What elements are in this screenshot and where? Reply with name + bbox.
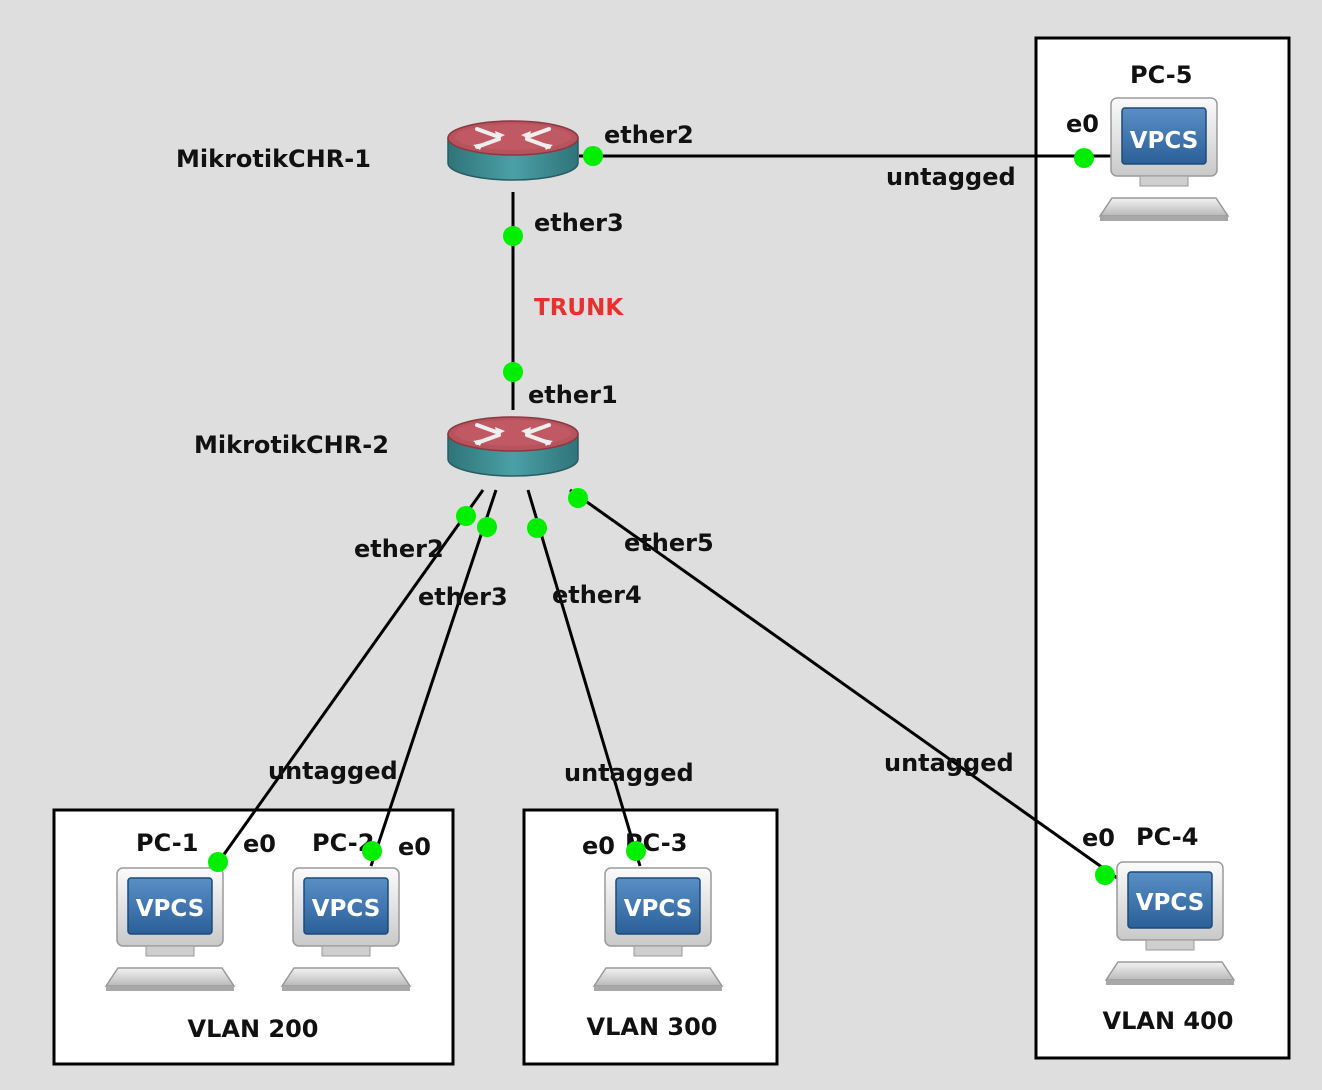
router-icon: [446, 415, 580, 478]
port-label-pc3-e0: e0: [582, 832, 615, 860]
port-label-r1-ether2: ether2: [604, 121, 694, 149]
port-dot-r2-ether2[interactable]: [456, 506, 476, 526]
vpcs-computer-icon: [593, 867, 723, 992]
vpcs-computer-icon: [281, 867, 411, 992]
router-name-label: MikrotikCHR-2: [194, 431, 389, 459]
router-name-label: MikrotikCHR-1: [176, 145, 371, 173]
port-dot-r1-ether2[interactable]: [583, 146, 603, 166]
router-mikrotikchr-1[interactable]: MikrotikCHR-1: [176, 119, 580, 182]
port-dot-pc2-e0[interactable]: [362, 841, 382, 861]
port-label-r2-ether4: ether4: [552, 581, 642, 609]
pc-name-label: PC-1: [136, 829, 198, 857]
link-r2-pc3[interactable]: [526, 489, 642, 867]
trunk-link-label: TRUNK: [534, 295, 624, 321]
link-labels: TRUNK untagged untagged untagged untagge…: [268, 163, 1016, 787]
port-dot-pc5-e0[interactable]: [1074, 148, 1094, 168]
untagged-label-pc4: untagged: [884, 749, 1014, 777]
untagged-label-pc1: untagged: [268, 757, 398, 785]
pc-4-node[interactable]: VPCS PC-4: [1105, 823, 1235, 986]
vlan-labels: VLAN 200 VLAN 300 VLAN 400: [188, 1007, 1234, 1043]
vpcs-computer-icon: [1105, 861, 1235, 986]
untagged-label-pc3: untagged: [564, 759, 694, 787]
port-label-r2-ether3: ether3: [418, 583, 508, 611]
vlan-200-label: VLAN 200: [188, 1015, 319, 1043]
vpcs-screen-text: VPCS: [312, 896, 381, 922]
pc-name-label: PC-5: [1130, 61, 1192, 89]
port-label-pc4-e0: e0: [1082, 824, 1115, 852]
vpcs-screen-text: VPCS: [1130, 128, 1199, 154]
port-labels: ether2 ether3 ether1 ether2 ether3 ether…: [243, 110, 1115, 861]
port-label-r1-ether3: ether3: [534, 209, 624, 237]
port-dot-pc3-e0[interactable]: [626, 841, 646, 861]
router-icon: [446, 119, 580, 182]
vlan-400-label: VLAN 400: [1103, 1007, 1234, 1035]
port-label-pc5-e0: e0: [1066, 110, 1099, 138]
port-label-pc1-e0: e0: [243, 830, 276, 858]
port-label-r2-ether5: ether5: [624, 529, 714, 557]
link-r2-pc2[interactable]: [369, 489, 498, 867]
vpcs-computer-icon: [1099, 97, 1229, 222]
port-dot-r2-ether3[interactable]: [477, 517, 497, 537]
vpcs-screen-text: VPCS: [624, 896, 693, 922]
port-dot-r2-ether1[interactable]: [503, 362, 523, 382]
port-dot-pc4-e0[interactable]: [1095, 865, 1115, 885]
pc-5-node[interactable]: VPCS PC-5: [1099, 61, 1229, 222]
port-dot-pc1-e0[interactable]: [208, 852, 228, 872]
port-dot-r2-ether4[interactable]: [527, 518, 547, 538]
port-dots: [208, 146, 1115, 885]
links: [218, 154, 1121, 882]
port-dot-r2-ether5[interactable]: [568, 488, 588, 508]
vpcs-screen-text: VPCS: [136, 896, 205, 922]
untagged-label-pc5: untagged: [886, 163, 1016, 191]
link-r2-pc1[interactable]: [218, 489, 485, 861]
port-label-r2-ether1: ether1: [528, 381, 618, 409]
port-dot-r1-ether3[interactable]: [503, 226, 523, 246]
port-label-r2-ether2: ether2: [354, 535, 444, 563]
vpcs-screen-text: VPCS: [1136, 890, 1205, 916]
vpcs-computer-icon: [105, 867, 235, 992]
pc-name-label: PC-4: [1136, 823, 1198, 851]
link-r2-pc4[interactable]: [569, 488, 1121, 882]
vlan-300-label: VLAN 300: [587, 1013, 718, 1041]
port-label-pc2-e0: e0: [398, 833, 431, 861]
pc-1-node[interactable]: VPCS PC-1: [105, 829, 235, 992]
router-mikrotikchr-2[interactable]: MikrotikCHR-2: [194, 415, 580, 478]
